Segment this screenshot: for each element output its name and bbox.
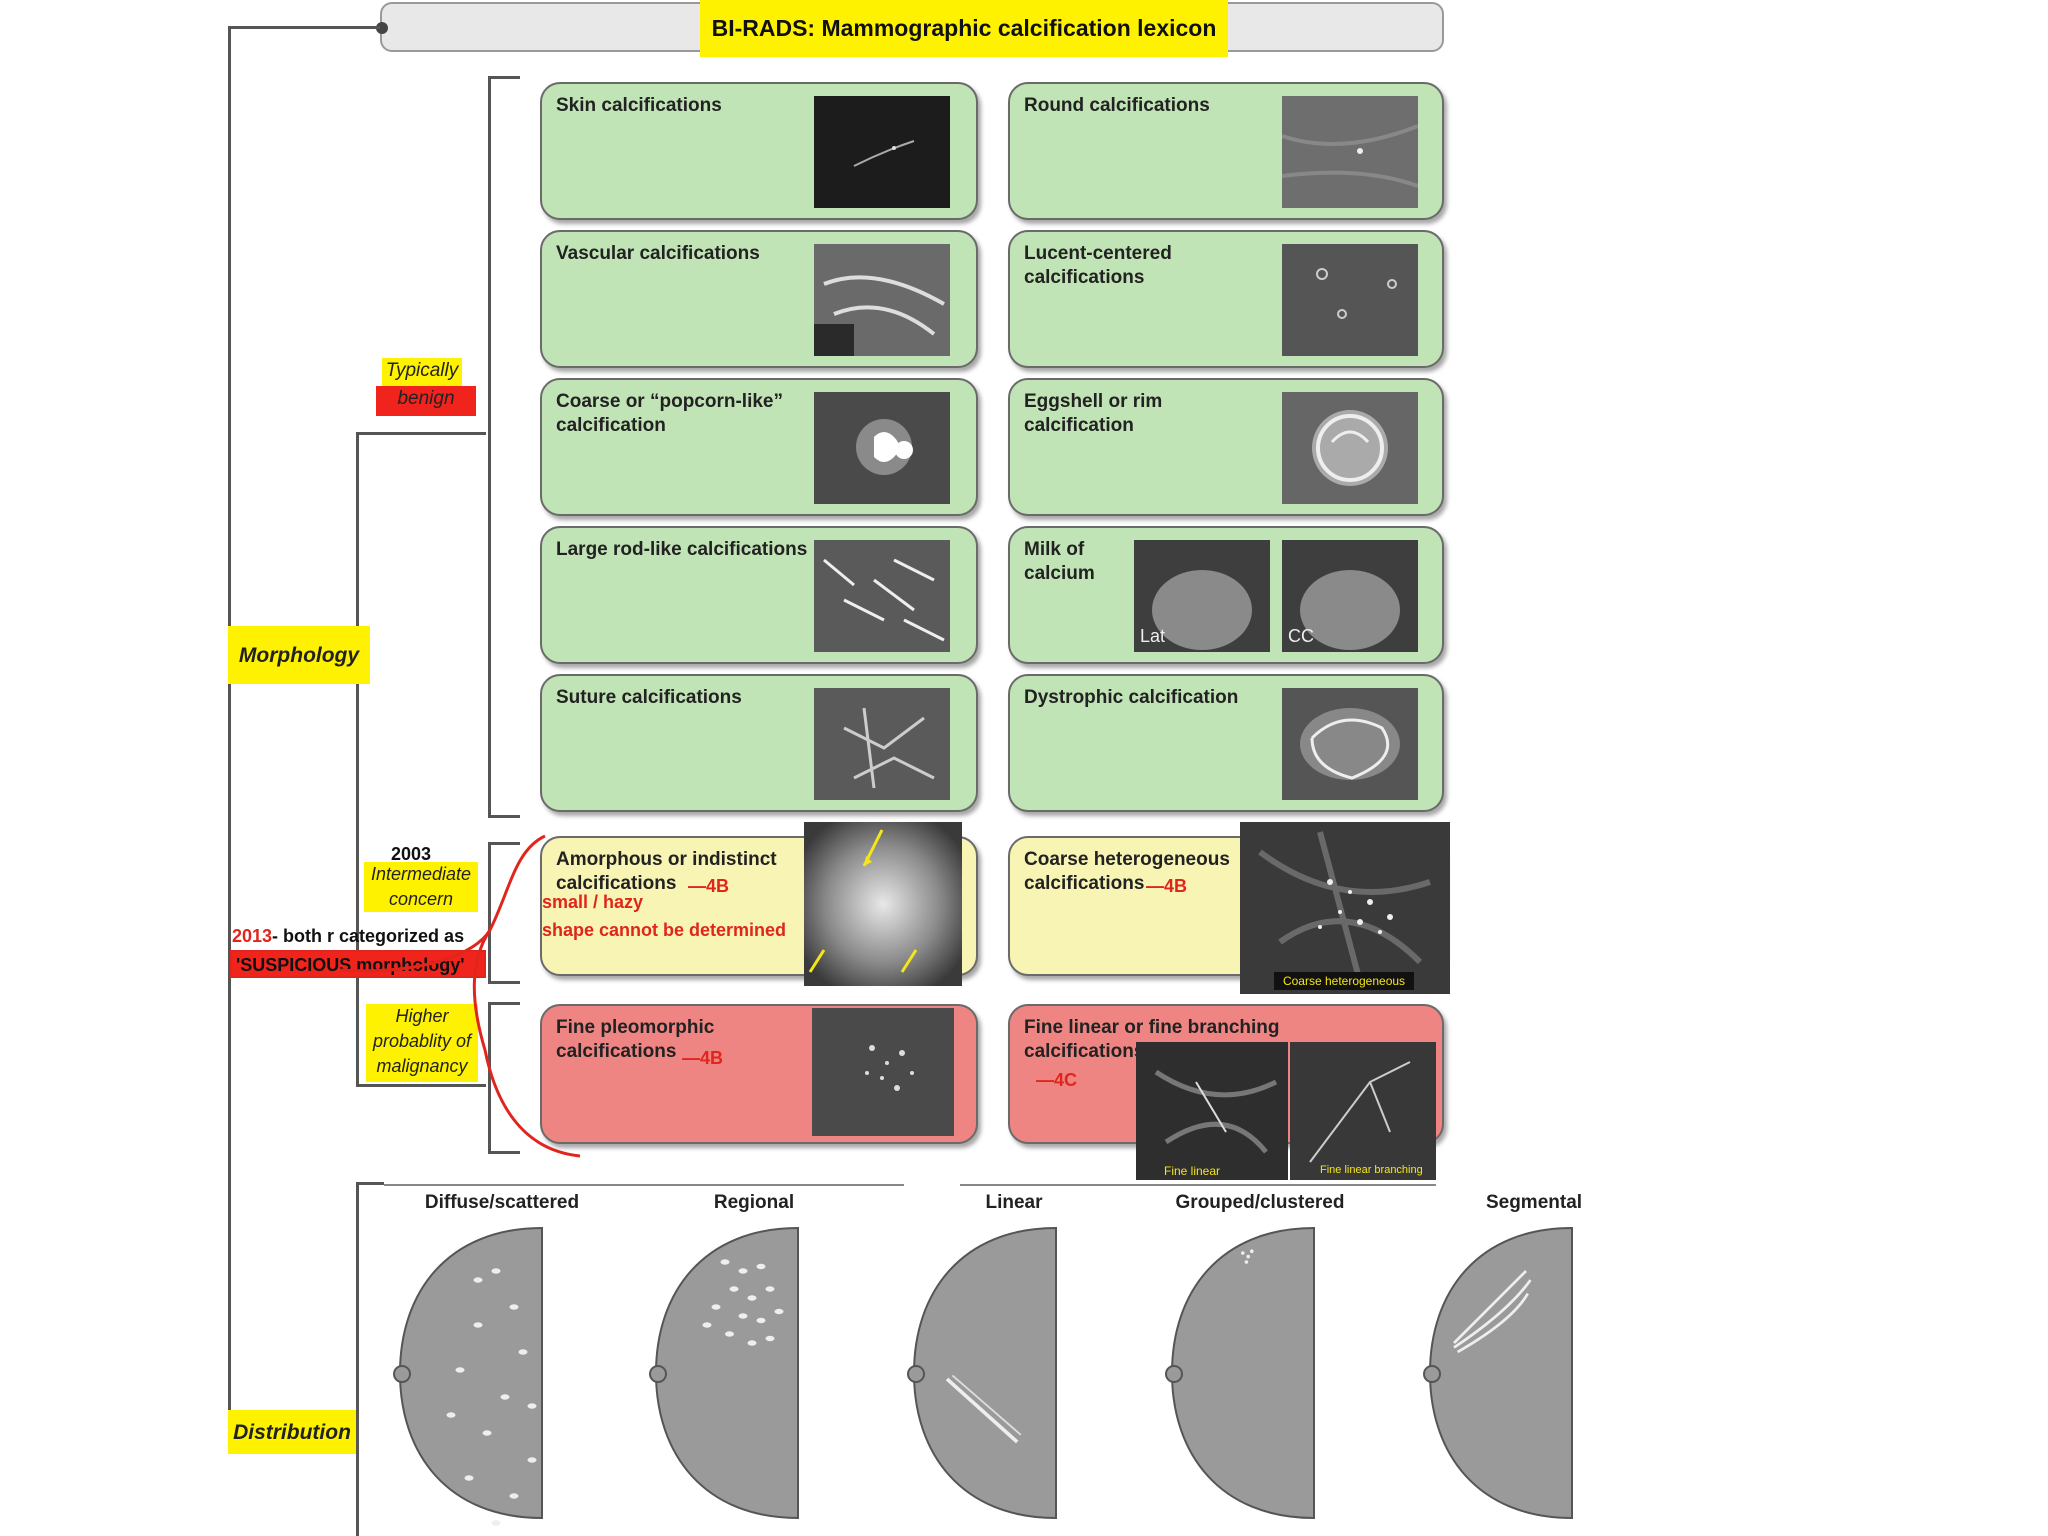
coarse-heterogeneous-image: Coarse heterogeneous bbox=[1240, 822, 1450, 994]
card-benign-5[interactable]: Coarse or “popcorn-like” calcification bbox=[540, 378, 978, 516]
suspicious-outline bbox=[230, 950, 486, 978]
distribution-title-4: Grouped/clustered bbox=[1175, 1192, 1345, 1213]
card-benign-image bbox=[1282, 96, 1418, 208]
fine-linear-branching-caption: Fine linear branching bbox=[1320, 1164, 1423, 1176]
card-benign-4[interactable]: Lucent-centered calcifications bbox=[1008, 230, 1444, 368]
milk-of-calcium-image-lat: Lat bbox=[1134, 540, 1270, 652]
card-benign-label: Round calcifications bbox=[1024, 95, 1210, 116]
concern-word: concern bbox=[388, 889, 454, 909]
annotation-stroke-lower bbox=[472, 929, 581, 1158]
annotation-stroke-upper bbox=[339, 834, 546, 973]
distribution-sub-line bbox=[356, 1182, 359, 1536]
hand-drawn-annotation bbox=[339, 834, 581, 1158]
card-benign-7[interactable]: Large rod-like calcifications bbox=[540, 526, 978, 664]
page-title: BI-RADS: Mammographic calcification lexi… bbox=[700, 0, 1228, 57]
milk-tag-cc: CC bbox=[1288, 626, 1314, 646]
probability-word: probablity of bbox=[372, 1031, 472, 1051]
card-amorphous-code: —4B bbox=[688, 876, 730, 896]
card-fine-linear-code: —4C bbox=[1036, 1070, 1078, 1090]
coarse-heterogeneous-caption: Coarse heterogeneous bbox=[1274, 972, 1414, 990]
card-benign-label: Dystrophic calcification bbox=[1024, 687, 1239, 708]
card-coarse-heterogeneous-label: Coarse heterogeneous calcifications bbox=[1024, 849, 1230, 894]
card-benign-9[interactable]: Suture calcifications bbox=[540, 674, 978, 812]
card-fine-linear-label: Fine linear or fine branching calcificat… bbox=[1024, 1017, 1280, 1062]
malignancy-word: malignancy bbox=[376, 1056, 468, 1076]
card-benign-label: Coarse or “popcorn-like” calcification bbox=[556, 391, 783, 436]
morphology-sub-line bbox=[356, 432, 359, 1086]
both-categorized-text: - both r categorized as bbox=[272, 926, 465, 946]
tree-top-branch bbox=[228, 26, 380, 29]
card-benign-image bbox=[814, 392, 950, 504]
card-benign-label: Skin calcifications bbox=[556, 95, 722, 116]
card-benign-6[interactable]: Eggshell or rim calcification bbox=[1008, 378, 1444, 516]
distribution-diagram-1 bbox=[388, 1226, 548, 1531]
card-benign-image bbox=[1282, 688, 1418, 800]
card-amorphous-label: Amorphous or indistinct calcifications bbox=[556, 849, 777, 894]
amorphous-note-1: small / hazy bbox=[542, 892, 644, 912]
distribution-diagram-4 bbox=[1160, 1226, 1320, 1531]
fine-pleomorphic-image bbox=[812, 1008, 954, 1136]
fine-linear-image: Fine linear bbox=[1136, 1042, 1288, 1180]
high-branch bbox=[356, 1084, 486, 1087]
intermediate-concern-label: Intermediate concern bbox=[364, 862, 478, 912]
benign-bracket bbox=[488, 76, 520, 818]
card-benign-image bbox=[814, 244, 950, 356]
morphology-label: Morphology bbox=[228, 626, 370, 684]
card-fine-pleomorphic-code: —4B bbox=[682, 1048, 724, 1068]
card-benign-label: Milk of calcium bbox=[1024, 539, 1095, 584]
distribution-top-rule-1 bbox=[384, 1184, 904, 1186]
title-connector-dot bbox=[376, 22, 388, 34]
amorphous-image bbox=[804, 822, 962, 986]
fine-linear-branching-image: Fine linear branching bbox=[1290, 1042, 1436, 1180]
card-benign-image bbox=[814, 540, 950, 652]
card-benign-1[interactable]: Skin calcifications bbox=[540, 82, 978, 220]
fine-linear-caption: Fine linear bbox=[1164, 1164, 1221, 1178]
card-benign-image bbox=[1282, 392, 1418, 504]
distribution-title-5: Segmental bbox=[1485, 1192, 1583, 1213]
card-benign-image bbox=[1282, 244, 1418, 356]
year-2013: 2013 bbox=[232, 926, 273, 946]
annotation-2013: 2013- both r categorized as bbox=[232, 926, 464, 952]
typically-label: Typically bbox=[382, 358, 462, 386]
card-benign-10[interactable]: Dystrophic calcification bbox=[1008, 674, 1444, 812]
distribution-top-rule-2 bbox=[960, 1184, 1436, 1186]
benign-label: benign bbox=[376, 386, 476, 416]
distribution-title-3: Linear bbox=[985, 1192, 1043, 1213]
intermediate-bracket bbox=[488, 842, 520, 984]
milk-of-calcium-image-cc: CC bbox=[1282, 540, 1418, 652]
high-bracket bbox=[488, 1002, 520, 1154]
benign-branch bbox=[356, 432, 486, 435]
higher-probability-label: Higher probablity of malignancy bbox=[366, 1004, 478, 1082]
amorphous-note-2: shape cannot be determined bbox=[542, 920, 787, 940]
higher-word: Higher bbox=[395, 1006, 449, 1026]
year-2003: 2003 bbox=[390, 844, 432, 864]
distribution-diagram-2 bbox=[644, 1226, 804, 1531]
milk-tag-lat: Lat bbox=[1140, 626, 1166, 646]
distribution-title-2: Regional bbox=[713, 1192, 795, 1213]
distribution-label: Distribution bbox=[228, 1410, 356, 1454]
card-benign-3[interactable]: Vascular calcifications bbox=[540, 230, 978, 368]
tree-trunk-line bbox=[228, 26, 231, 1426]
card-benign-label: Lucent-centered calcifications bbox=[1024, 243, 1172, 288]
distribution-title-1: Diffuse/scattered bbox=[424, 1192, 580, 1213]
card-benign-image bbox=[814, 688, 950, 800]
card-benign-image bbox=[814, 96, 950, 208]
intermediate-word: Intermediate bbox=[370, 864, 472, 884]
card-benign-label: Vascular calcifications bbox=[556, 243, 760, 264]
card-coarse-heterogeneous-code: —4B bbox=[1146, 876, 1188, 896]
card-benign-2[interactable]: Round calcifications bbox=[1008, 82, 1444, 220]
distribution-diagram-3 bbox=[902, 1226, 1062, 1531]
distribution-diagram-5 bbox=[1418, 1226, 1578, 1531]
card-fine-pleomorphic-label: Fine pleomorphic calcifications bbox=[556, 1017, 715, 1062]
distribution-bracket-top bbox=[356, 1182, 384, 1185]
card-benign-label: Suture calcifications bbox=[556, 687, 742, 708]
card-benign-label: Large rod-like calcifications bbox=[556, 539, 808, 560]
card-benign-label: Eggshell or rim calcification bbox=[1024, 391, 1163, 436]
